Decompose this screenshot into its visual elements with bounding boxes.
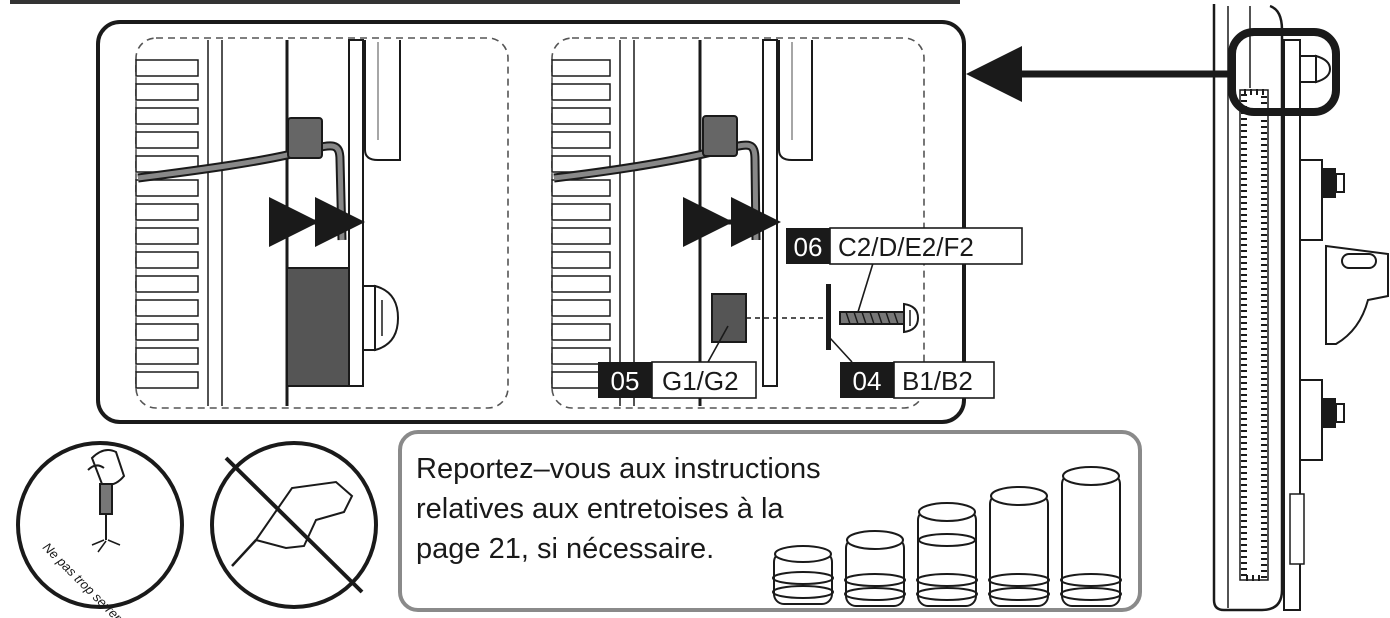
label-05: 05 G1/G2 bbox=[598, 361, 757, 399]
bracket-plate-left bbox=[348, 39, 364, 387]
note-line-1: Reportez–vous aux instructions bbox=[416, 453, 821, 485]
tv-side-view bbox=[1212, 4, 1389, 612]
note-line-3: page 21, si nécessaire. bbox=[416, 533, 714, 565]
arrow-left-icon bbox=[966, 46, 1228, 102]
spacer-size-1-icon bbox=[772, 545, 834, 605]
washer-right bbox=[826, 284, 831, 350]
label-05-ref: G1/G2 bbox=[662, 366, 739, 396]
screw-right bbox=[839, 302, 920, 334]
detail-panel bbox=[96, 20, 966, 424]
hdmi-plug-right bbox=[702, 115, 738, 157]
spacer-size-5-icon bbox=[1060, 466, 1122, 607]
spacer-size-4-icon bbox=[988, 486, 1050, 607]
tv-fins-right bbox=[551, 59, 611, 389]
loose-spacer-right bbox=[711, 293, 747, 343]
detail-right-scene: 06 C2/D/E2/F2 05 G1/G2 04 B1/B2 bbox=[551, 37, 1023, 409]
spacer-note-box: Reportez–vous aux instructions relatives… bbox=[398, 430, 1142, 612]
label-06-code: 06 bbox=[794, 232, 823, 262]
bracket-plate-right bbox=[762, 39, 778, 387]
wall-mount-hook bbox=[1325, 244, 1389, 345]
hand-screwdriver-icon: Ne pas trop serrer bbox=[16, 441, 184, 618]
hdmi-plug-left bbox=[287, 117, 323, 159]
spacer-size-2-icon bbox=[844, 530, 906, 607]
tv-fins-left bbox=[135, 59, 199, 389]
label-06-ref: C2/D/E2/F2 bbox=[838, 232, 974, 262]
highlight-ring bbox=[1228, 28, 1340, 116]
bolt-mid bbox=[1322, 168, 1345, 198]
label-04-ref: B1/B2 bbox=[902, 366, 973, 396]
label-06: 06 C2/D/E2/F2 bbox=[786, 227, 1023, 265]
spacer-size-3-icon bbox=[916, 502, 978, 607]
cropped-header-text bbox=[10, 0, 960, 4]
note-line-2: relatives aux entretoises à la bbox=[416, 493, 784, 525]
spacer-block-left bbox=[286, 267, 350, 387]
bolt-head-left bbox=[362, 284, 400, 352]
no-power-drill-icon bbox=[210, 441, 378, 609]
detail-left-scene bbox=[135, 37, 509, 409]
label-05-code: 05 bbox=[611, 366, 640, 396]
label-04-code: 04 bbox=[853, 366, 882, 396]
bolt-low bbox=[1322, 398, 1345, 428]
bolt-top bbox=[1299, 54, 1332, 84]
label-04: 04 B1/B2 bbox=[840, 361, 995, 399]
